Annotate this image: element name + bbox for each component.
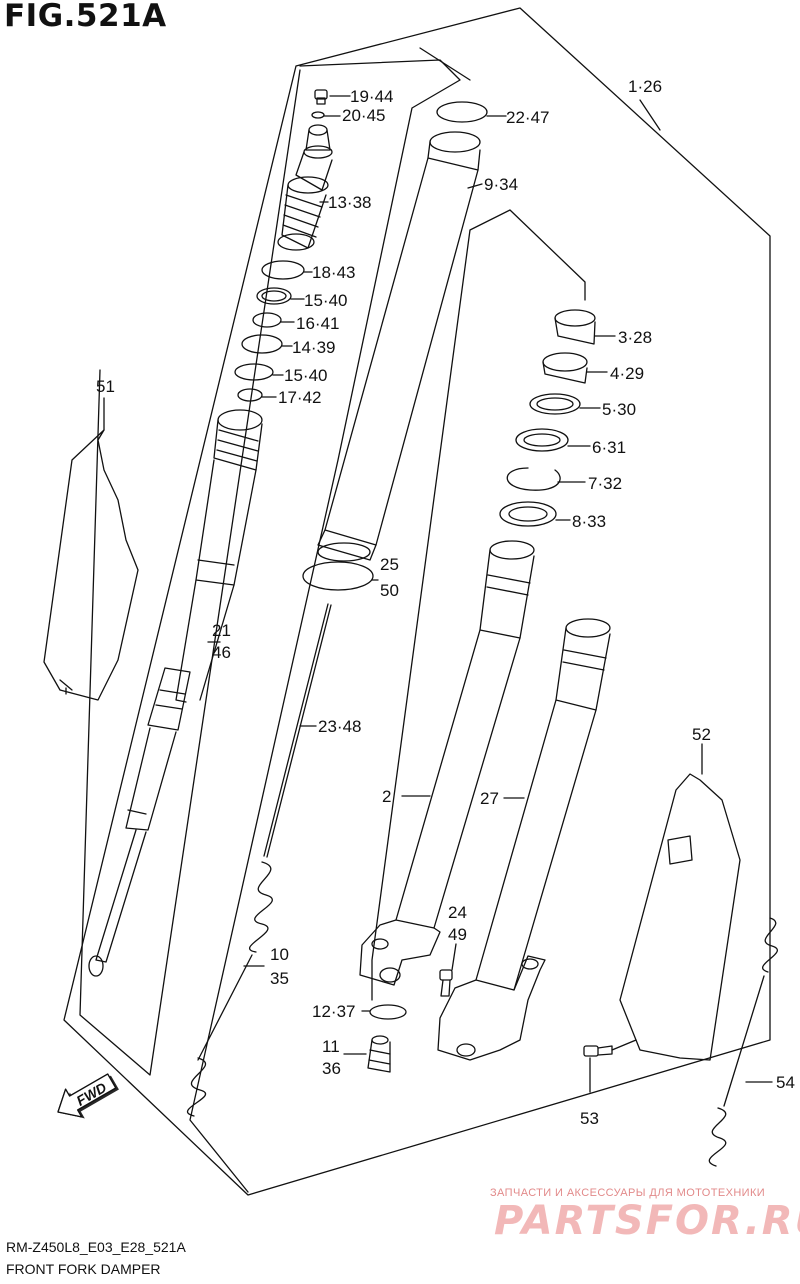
dust-seal-8-inner [508,506,548,522]
spring-54 [708,917,778,1167]
callout-49: 49 [448,925,467,944]
fwd-arrow: FWD [57,1073,119,1119]
callout-22-47: 22·47 [506,108,550,127]
callout-35: 35 [270,969,289,988]
shim-15b [234,363,274,381]
bushing-3-body [554,317,596,345]
assembly-outline-outer [63,7,771,1196]
callout-53: 53 [580,1109,599,1128]
callout-13-38: 13·38 [328,193,372,212]
leader-9-34 [467,183,483,189]
shim-15a-inner [261,290,287,302]
callout-52: 52 [692,725,711,744]
oil-seal-6-inner [523,433,561,447]
stopper-ring-7 [506,467,561,491]
watermark-logo: PARTSFOR.RU [494,1198,800,1244]
callout-4-29: 4·29 [610,364,645,383]
callout-23-48: 23·48 [318,717,362,736]
oring-20 [311,111,325,119]
outer-tube-9 [317,131,481,562]
spring-10 [186,861,273,1117]
figure-title: FIG.521A [4,0,167,34]
bushing-4 [542,352,588,372]
callout-54: 54 [776,1073,795,1092]
leader-1-26 [639,99,661,131]
rod-23 [263,603,332,858]
callout-24: 24 [448,903,467,922]
diagram-code: RM-Z450L8_E03_E28_521A [6,1239,186,1255]
washer-5-inner [536,397,574,411]
callout-36: 36 [322,1059,341,1078]
shim-16 [252,312,282,328]
callout-17-42: 17·42 [278,388,322,407]
callout-3-28: 3·28 [618,328,653,347]
callout-1-26: 1·26 [628,77,663,96]
screw-53 [583,1045,613,1057]
callout-10: 10 [270,945,289,964]
dust-seal-8 [499,501,557,527]
shim-14 [241,334,283,354]
callout-15-40a: 15·40 [304,291,348,310]
washer-5 [529,393,581,415]
shim-15a [256,287,292,305]
callout-50: 50 [380,581,399,600]
callout-5-30: 5·30 [602,400,637,419]
fork-guard-51 [43,429,139,701]
callout-27: 27 [480,789,499,808]
callout-25: 25 [380,555,399,574]
drain-plug-11 [367,1035,391,1073]
inner-tube-27 [437,618,611,1061]
callout-18-43: 18·43 [312,263,356,282]
bushing-3 [554,309,596,327]
leader-24-49 [451,943,457,971]
callout-11: 11 [322,1037,340,1056]
watermark-tagline: ЗАПЧАСТИ И АКСЕССУАРЫ ДЛЯ МОТОТЕХНИКИ [490,1187,766,1199]
fork-guard-52-detail [667,835,693,865]
fork-guard-51-detail [59,679,73,695]
callout-15-40b: 15·40 [284,366,328,385]
assembly-outline-inner [189,59,461,1193]
callout-8-33: 8·33 [572,512,607,531]
callout-51: 51 [96,377,115,396]
bushing-4-body [542,361,588,384]
callout-20-45: 20·45 [342,106,386,125]
callout-9-34: 9·34 [484,175,519,194]
callout-6-31: 6·31 [592,438,627,457]
callout-21: 21 [212,621,231,640]
assembly-outline-inner-right [419,47,471,81]
shim-17 [237,388,263,402]
callout-12-37: 12·37 [312,1002,356,1021]
diagram-caption: FRONT FORK DAMPER [6,1261,161,1277]
callout-16-41: 16·41 [296,314,340,333]
leader-53-guard [611,1039,637,1051]
callout-14-39: 14·39 [292,338,336,357]
callout-46: 46 [212,643,231,662]
subassembly-outline-left [79,69,301,1076]
oring-12 [369,1004,407,1020]
bolt-19 [314,89,328,105]
callout-19-44: 19·44 [350,87,394,106]
subassembly-outline [371,209,586,1001]
fork-guard-52 [619,773,741,1061]
oring-22 [436,101,488,123]
oring-25 [302,561,374,591]
base-valve-13 [277,124,333,251]
callout-7-32: 7·32 [588,474,623,493]
bolt-24 [439,969,453,997]
callout-2: 2 [382,787,392,806]
inner-tube-2 [359,540,535,986]
oil-seal-6 [515,428,569,452]
shim-18 [261,260,305,280]
